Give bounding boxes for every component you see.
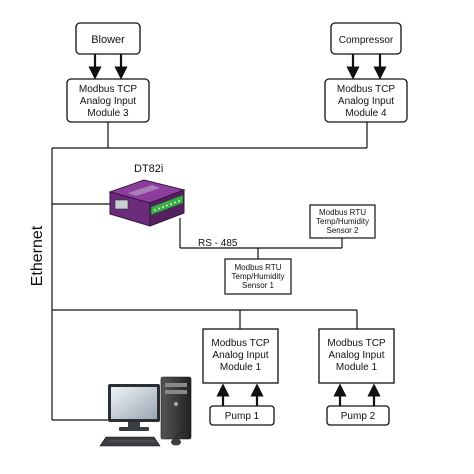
tower-drive-bay-2: [165, 390, 187, 394]
pump1-label: Pump 1: [225, 411, 260, 422]
blower-box: Blower: [75, 22, 141, 55]
data-logger-icon: DT82i: [108, 163, 186, 227]
module4-line1: Modbus TCP: [337, 84, 396, 95]
module3-line3: Module 3: [87, 108, 129, 119]
sensor2-line1: Modbus RTU: [319, 208, 366, 217]
tower-power-button: [174, 402, 178, 406]
pump1-module-line1: Modbus TCP: [211, 338, 270, 349]
logger-screws: [154, 200, 180, 211]
sensor2-line3: Sensor 2: [326, 226, 359, 235]
module3-line1: Modbus TCP: [79, 84, 138, 95]
pump1-module-line2: Analog Input: [212, 350, 268, 361]
monitor-screen: [111, 387, 157, 419]
logger-display: [114, 199, 129, 210]
ethernet-label: Ethernet: [29, 225, 46, 286]
pump1-box: Pump 1: [209, 405, 275, 426]
monitor-base: [119, 427, 149, 431]
compressor-label: Compressor: [339, 35, 394, 46]
monitor-neck: [128, 422, 140, 428]
pump1-module-box: Modbus TCP Analog Input Module 1: [202, 328, 279, 384]
rs485-label: RS - 485: [198, 238, 238, 249]
blower-label: Blower: [91, 34, 125, 46]
module3-line2: Analog Input: [80, 96, 136, 107]
signal-arrows: [88, 54, 387, 406]
keyboard: [99, 436, 161, 447]
logger-label: DT82i: [134, 163, 163, 175]
sensor1-line2: Temp/Humidity: [232, 272, 285, 281]
sensor1-line1: Modbus RTU: [235, 263, 282, 272]
pump2-module-line2: Analog Input: [328, 350, 384, 361]
desktop-computer-icon: [99, 376, 192, 447]
connection-lines: [51, 122, 368, 421]
compressor-box: Compressor: [330, 22, 402, 55]
sensor2-box: Modbus RTU Temp/Humidity Sensor 2: [309, 204, 376, 239]
sensor1-box: Modbus RTU Temp/Humidity Sensor 1: [224, 258, 292, 295]
module4-box: Modbus TCP Analog Input Module 4: [324, 78, 408, 123]
module4-line2: Analog Input: [338, 96, 394, 107]
pump2-module-line3: Module 1: [336, 362, 378, 373]
sensor2-line2: Temp/Humidity: [316, 217, 369, 226]
pump2-box: Pump 2: [326, 405, 390, 426]
logger-top-label: [128, 185, 160, 196]
mouse: [171, 438, 181, 446]
tower-drive-bay-1: [165, 383, 187, 387]
module4-line3: Module 4: [345, 108, 387, 119]
pump2-module-line1: Modbus TCP: [327, 338, 386, 349]
sensor1-line3: Sensor 1: [242, 281, 275, 290]
pump2-label: Pump 2: [341, 411, 376, 422]
pump1-module-line3: Module 1: [220, 362, 262, 373]
module3-box: Modbus TCP Analog Input Module 3: [66, 78, 150, 123]
pump2-module-box: Modbus TCP Analog Input Module 1: [318, 328, 395, 384]
